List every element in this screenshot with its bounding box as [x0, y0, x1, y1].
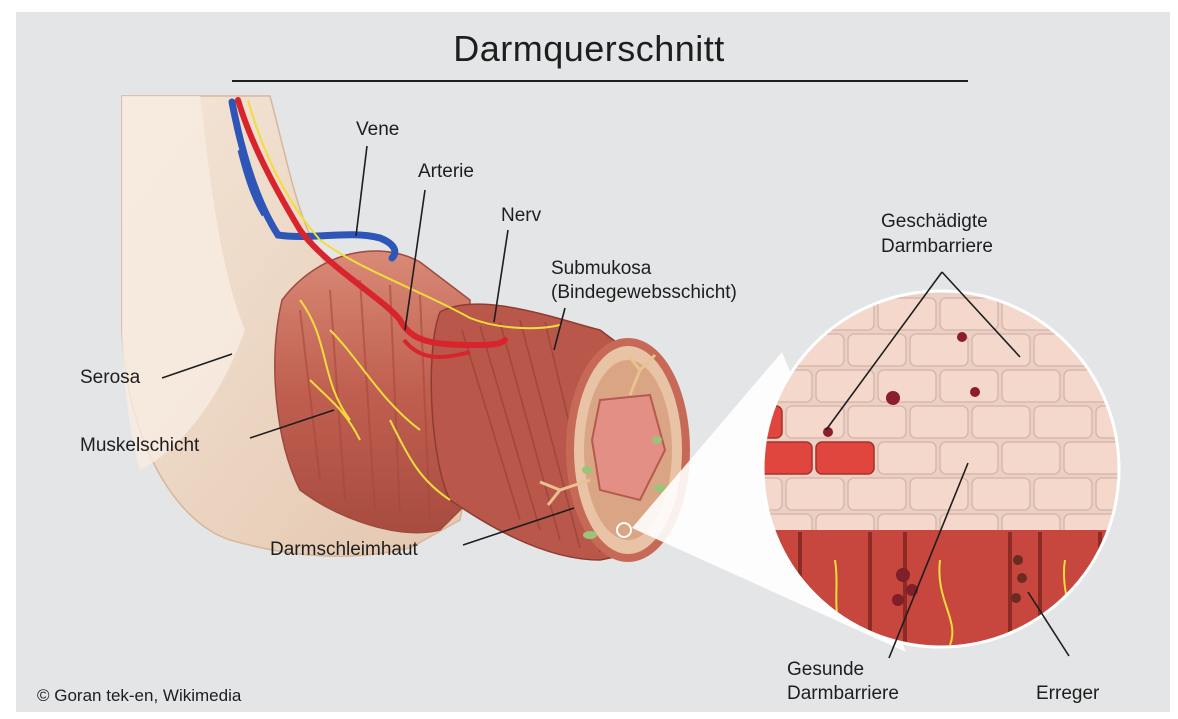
healthy-cell	[1034, 406, 1092, 438]
label-serosa: Serosa	[80, 366, 140, 390]
healthy-cell	[724, 334, 782, 366]
label-vene: Vene	[356, 118, 399, 142]
gland-dot	[583, 531, 597, 539]
damaged-cell	[1126, 370, 1178, 402]
healthy-cell	[1002, 370, 1060, 402]
label-muskelschicht: Muskelschicht	[80, 434, 199, 458]
healthy-cell	[940, 298, 998, 330]
gland-dot	[582, 466, 592, 474]
vene-leader	[356, 146, 367, 236]
healthy-cells	[724, 298, 1178, 546]
label-nerv: Nerv	[501, 204, 541, 228]
label-gesund-sub: Darmbarriere	[787, 682, 899, 706]
healthy-cell	[972, 406, 1030, 438]
healthy-cell	[910, 406, 968, 438]
label-submukosa-sub: (Bindegewebsschicht)	[551, 281, 737, 305]
image-credit: © Goran tek-en, Wikimedia	[37, 684, 241, 708]
healthy-cell	[786, 478, 844, 510]
healthy-cell	[972, 478, 1030, 510]
healthy-cell	[1064, 442, 1122, 474]
intestine-illustration	[122, 96, 686, 560]
damaged-cell	[816, 442, 874, 474]
healthy-cell	[1034, 478, 1092, 510]
damaged-cell	[1126, 298, 1178, 330]
healthy-cell	[1096, 406, 1154, 438]
label-gesund: Gesunde	[787, 658, 864, 682]
healthy-cell	[940, 370, 998, 402]
label-arterie: Arterie	[418, 160, 474, 184]
healthy-cell	[848, 406, 906, 438]
healthy-cell	[1126, 442, 1178, 474]
damaged-cell	[1096, 334, 1154, 366]
healthy-cell	[1002, 442, 1060, 474]
label-submukosa: Submukosa	[551, 257, 651, 281]
healthy-cell	[972, 334, 1030, 366]
healthy-cell	[878, 442, 936, 474]
healthy-cell	[754, 298, 812, 330]
gland-dot	[652, 436, 662, 444]
healthy-cell	[1096, 478, 1154, 510]
label-erreger: Erreger	[1036, 682, 1099, 706]
healthy-cell	[940, 442, 998, 474]
healthy-cell	[848, 478, 906, 510]
healthy-cell	[1126, 514, 1178, 546]
label-darmschleimhaut: Darmschleimhaut	[270, 538, 418, 562]
label-geschaedigt: Geschädigte	[881, 210, 988, 234]
healthy-cell	[786, 334, 844, 366]
cell-cross-section	[760, 530, 1130, 650]
healthy-cell	[878, 298, 936, 330]
healthy-cell	[786, 406, 844, 438]
healthy-cell	[816, 370, 874, 402]
label-geschaedigt-sub: Darmbarriere	[881, 235, 993, 259]
healthy-cell	[1064, 298, 1122, 330]
healthy-cell	[816, 298, 874, 330]
